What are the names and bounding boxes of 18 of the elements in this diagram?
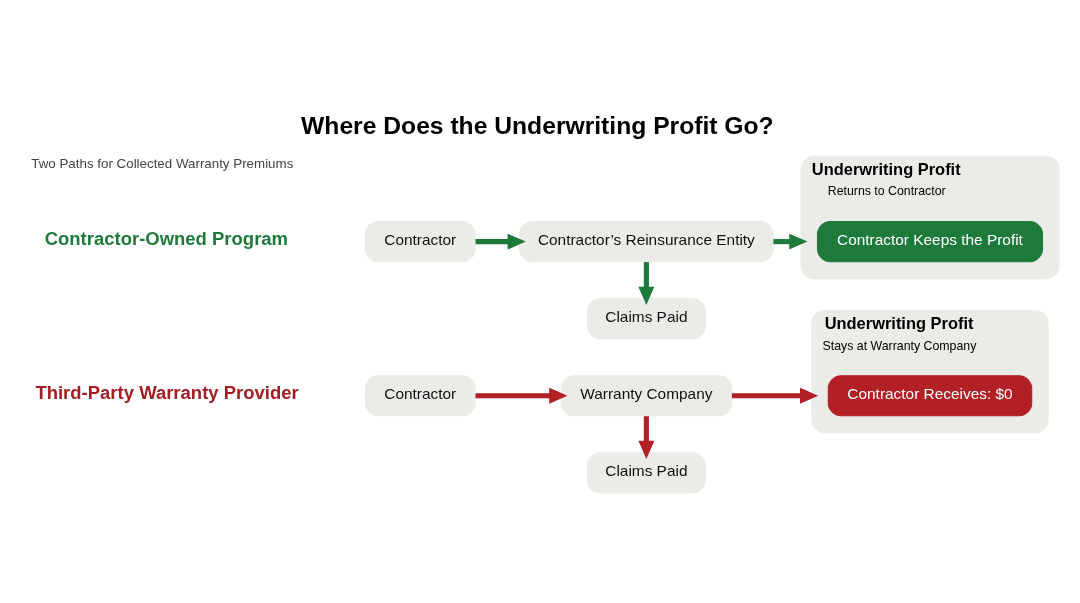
node-box: Contractor: [364, 220, 476, 262]
node-box: Contractor’s Reinsurance Entity: [518, 220, 774, 262]
arrow: [475, 233, 526, 250]
arrow: [731, 387, 819, 404]
arrow: [638, 261, 655, 305]
label: Third-Party Warranty Provider: [35, 381, 299, 403]
label: Two Paths for Collected Warranty Premiums: [31, 155, 294, 171]
node-box: Contractor: [364, 374, 476, 416]
node-box: Claims Paid: [586, 297, 706, 339]
node-box: Warranty Company: [560, 374, 733, 416]
diagram-title: Where Does the Underwriting Profit Go?: [301, 111, 774, 139]
arrow: [638, 415, 655, 459]
label: Contractor-Owned Program: [44, 227, 289, 249]
arrow: [773, 233, 808, 250]
node-box: Claims Paid: [586, 451, 706, 493]
node-box: Contractor Receives: $0: [827, 374, 1033, 416]
arrow: [475, 387, 568, 404]
node-box: Contractor Keeps the Profit: [816, 220, 1044, 262]
